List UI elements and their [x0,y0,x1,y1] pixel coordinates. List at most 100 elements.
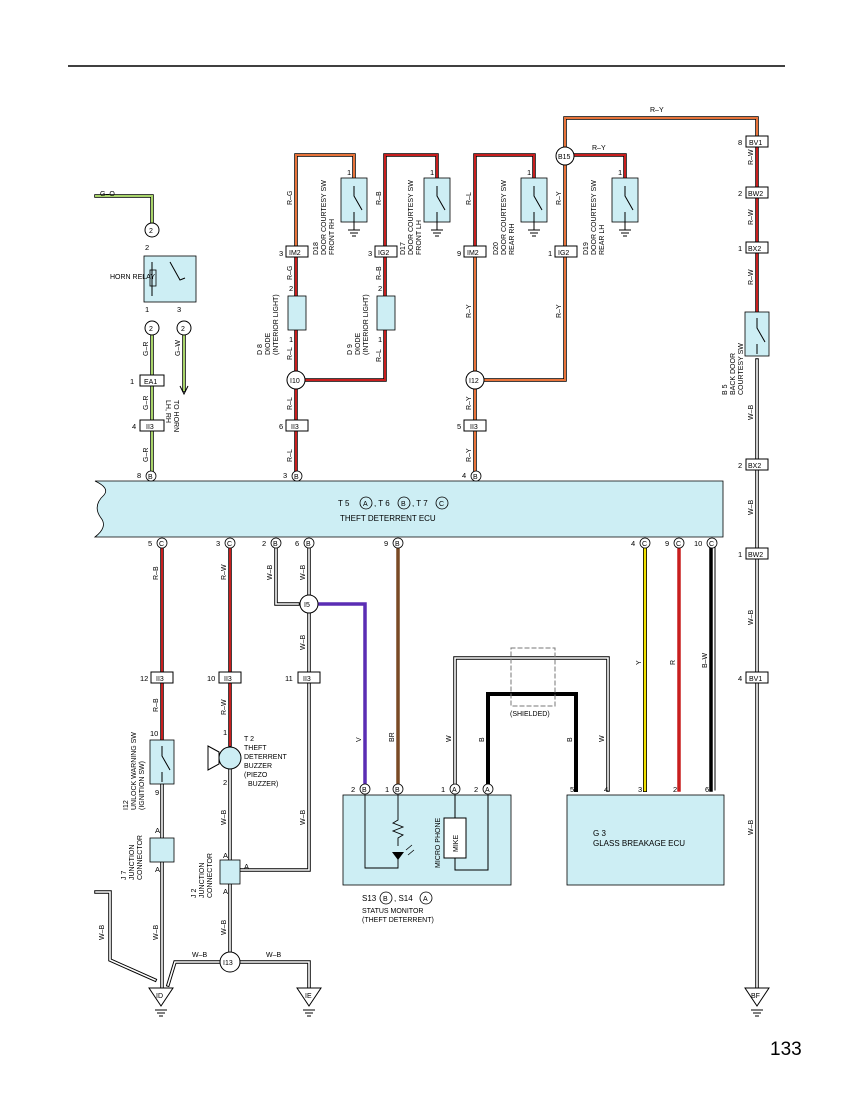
svg-text:5: 5 [457,422,461,431]
conn-i10: I10 [290,378,300,385]
status-monitor-1: STATUS MONITOR [362,908,423,915]
svg-text:4: 4 [604,785,608,794]
door-courtesy-rear-lh: B15 R–Y R–Y 1 D19 DOOR COURTESY SW REAR … [548,107,664,318]
d19-1: D19 [583,242,590,255]
conn-ii3-e: II3 [224,676,232,683]
conn-ii3-f: II3 [303,676,311,683]
svg-text:2: 2 [223,778,227,787]
svg-text:B: B [395,787,400,794]
svg-text:9: 9 [457,249,461,258]
wires [94,116,759,992]
d18-1: D18 [313,242,320,255]
svg-text:C: C [642,541,647,548]
svg-text:1: 1 [548,249,552,258]
svg-text:4: 4 [132,422,136,431]
svg-text:3: 3 [638,785,642,794]
ecu-conn-prefix: T 5 [338,499,350,508]
svg-text:A: A [155,826,160,835]
d17-2: DOOR COURTESY SW [408,180,415,255]
status-conn-b: B [383,896,388,903]
svg-text:8: 8 [738,138,742,147]
wire-rw-3: R–W [748,269,755,285]
svg-text:C: C [159,541,164,548]
ecu-conn-a: A [363,501,368,508]
wire-wb-11: W–B [300,810,307,826]
svg-text:1: 1 [385,785,389,794]
horn-relay-label: HORN RELAY [110,274,155,281]
ecu-title: THEFT DETERRENT ECU [340,514,436,523]
conn-bw2-b: BW2 [748,552,763,559]
t2-6: BUZZER) [248,781,278,788]
wire-v: V [356,737,363,742]
horn-relay: G–O 2 2 HORN RELAY 1 3 2 2 G–R G–W TO HO… [100,191,197,462]
d17-1: D17 [400,242,407,255]
wire-wb-5: W–B [267,565,274,581]
wire-rl-5: R–L [466,192,473,205]
i12-1: I12 [123,800,130,810]
wire-bw: B–W [702,652,709,668]
svg-text:11: 11 [285,674,293,683]
svg-text:3: 3 [368,249,372,258]
d18-2: DOOR COURTESY SW [321,180,328,255]
conn-bw2-a: BW2 [748,191,763,198]
svg-text:3: 3 [283,471,287,480]
micro-phone-label: MICRO PHONE [435,818,442,869]
g3-2: GLASS BREAKAGE ECU [593,839,685,848]
wire-rw-5: R–W [221,699,228,715]
wire-gr-1: G–R [143,342,150,356]
d9-2: DIODE [355,333,362,356]
b5-2: BACK DOOR [730,353,737,395]
status-monitor-2: (THEFT DETERRENT) [362,917,434,924]
door-courtesy-front-rh: 1 D18 DOOR COURTESY SW FRONT RH R–G 3 IM… [257,168,368,462]
conn-i12: I12 [469,378,479,385]
j2-2: JUNCTION [199,863,206,898]
wire-rb-2: R–B [376,266,383,280]
wire-gr-3: G–R [143,448,150,462]
wire-ry-3: R–Y [466,448,473,462]
svg-text:5: 5 [148,539,152,548]
svg-text:6: 6 [295,539,299,548]
d8-1: D 8 [257,344,264,355]
svg-text:1: 1 [347,168,351,177]
wire-rg-1: R–G [287,191,294,205]
wire-ry-5: R–Y [556,191,563,205]
theft-deterrent-ecu: T 5 A , T 6 B , T 7 C THEFT DETERRENT EC… [93,480,724,538]
svg-text:5: 5 [570,785,574,794]
to-horn-1: TO HORN [172,400,179,432]
wire-rl-4: R–L [376,349,383,362]
to-horn-2: LH, RH [164,400,171,423]
svg-text:3: 3 [177,305,181,314]
lower-left: R–B R–W W–B W–B I5 W–B 12 II3 10 II3 11 … [99,564,322,1017]
conn-ii3-c: II3 [470,424,478,431]
wire-wb-4: W–B [748,820,755,836]
wire-wb-13: W–B [192,952,208,959]
wire-wb-2: W–B [748,500,755,516]
d9-3: (INTERIOR LIGHT) [363,294,370,355]
ecu-conn-c: C [439,501,444,508]
svg-text:1: 1 [130,377,134,386]
status-conn-s13: S13 [362,894,377,903]
j2-1: J 2 [191,889,198,898]
svg-text:2: 2 [378,284,382,293]
conn-bv1-b: BV1 [749,676,762,683]
wire-ry-1: R–Y [466,304,473,318]
conn-ea1: EA1 [144,379,157,386]
conn-im2-a: IM2 [289,250,301,257]
page-number: 133 [770,1039,802,1060]
wire-rw-4: R–W [221,564,228,580]
d20-1: D20 [493,242,500,255]
i12-2: UNLOCK WARNING SW [131,732,138,810]
wire-rb-4: R–B [153,698,160,712]
svg-text:B: B [294,474,299,481]
d9-1: D 9 [347,344,354,355]
conn-ii3-d: II3 [156,676,164,683]
t2-5: (PIEZO [244,772,268,779]
svg-text:6: 6 [279,422,283,431]
wire-ry-6: R–Y [556,304,563,318]
door-courtesy-rear-rh: 1 D20 DOOR COURTESY SW REAR RH R–L 9 IM2… [457,168,548,462]
conn-ii3-a: II3 [146,424,154,431]
horn-conn-2b: 2 [149,326,153,333]
svg-text:2: 2 [673,785,677,794]
svg-text:8: 8 [137,471,141,480]
wire-gw-1: G–W [175,340,182,356]
